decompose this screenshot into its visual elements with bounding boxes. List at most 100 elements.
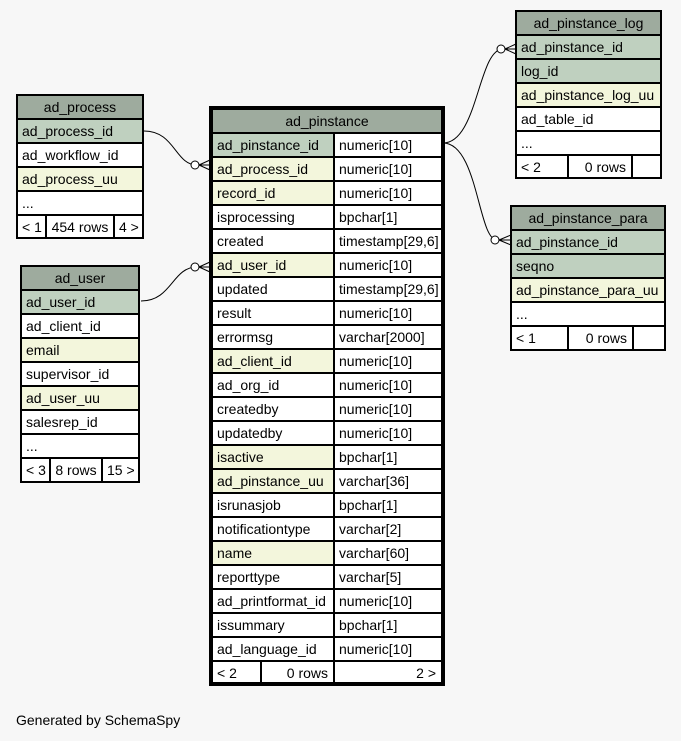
row-count: 454 rows	[46, 215, 114, 238]
children-count[interactable]	[633, 326, 665, 350]
column-email[interactable]: email	[21, 338, 139, 362]
parents-count[interactable]: < 3	[21, 458, 50, 482]
column-name[interactable]: ad_pinstance_id	[212, 133, 334, 157]
column-supervisor-id[interactable]: supervisor_id	[21, 362, 139, 386]
column-ad-pinstance-log-uu[interactable]: ad_pinstance_log_uu	[516, 83, 661, 107]
row-count: 0 rows	[261, 661, 334, 683]
table-ad-process[interactable]: ad_process ad_process_id ad_workflow_id …	[16, 94, 144, 239]
column-type: bpchar[1]	[334, 445, 442, 469]
column-name[interactable]: reporttype	[212, 565, 334, 589]
column-type: numeric[10]	[334, 589, 442, 613]
column-salesrep-id[interactable]: salesrep_id	[21, 410, 139, 434]
column-ad-user-id[interactable]: ad_user_id	[21, 290, 139, 314]
column-more: ...	[511, 302, 665, 326]
row-count: 0 rows	[568, 155, 632, 178]
optional-marker-ad-user	[190, 262, 200, 272]
column-name[interactable]: updatedby	[212, 421, 334, 445]
column-type: numeric[10]	[334, 349, 442, 373]
column-ad-process-id[interactable]: ad_process_id	[17, 119, 143, 143]
table-header[interactable]: ad_user	[21, 266, 139, 290]
parents-count[interactable]: < 2	[516, 155, 568, 178]
table-ad-user[interactable]: ad_user ad_user_id ad_client_id email su…	[20, 265, 140, 483]
column-name[interactable]: record_id	[212, 181, 334, 205]
column-name[interactable]: updated	[212, 277, 334, 301]
optional-marker-ad-process	[190, 160, 200, 170]
column-type: bpchar[1]	[334, 613, 442, 637]
column-type: varchar[60]	[334, 541, 442, 565]
column-seqno[interactable]: seqno	[511, 254, 665, 278]
crows-foot-log	[504, 43, 517, 55]
column-name[interactable]: ad_pinstance_uu	[212, 469, 334, 493]
column-type: varchar[2]	[334, 517, 442, 541]
table-header[interactable]: ad_pinstance	[212, 109, 442, 133]
column-name[interactable]: ad_user_id	[212, 253, 334, 277]
column-name[interactable]: ad_process_id	[212, 157, 334, 181]
column-type: numeric[10]	[334, 637, 442, 661]
column-ad-pinstance-id[interactable]: ad_pinstance_id	[511, 230, 665, 254]
crows-foot-ad-user-id	[198, 261, 211, 273]
parents-count[interactable]: < 1	[17, 215, 46, 238]
crows-foot-ad-process-id	[198, 159, 211, 171]
column-type: bpchar[1]	[334, 205, 442, 229]
table-header[interactable]: ad_pinstance_log	[516, 11, 661, 35]
column-type: numeric[10]	[334, 301, 442, 325]
column-more: ...	[21, 434, 139, 458]
column-ad-workflow-id[interactable]: ad_workflow_id	[17, 143, 143, 167]
column-name[interactable]: isactive	[212, 445, 334, 469]
column-type: numeric[10]	[334, 133, 442, 157]
column-type: varchar[2000]	[334, 325, 442, 349]
parents-count[interactable]: < 2	[212, 661, 261, 683]
column-name[interactable]: issummary	[212, 613, 334, 637]
column-name[interactable]: name	[212, 541, 334, 565]
crows-foot-para	[498, 234, 512, 246]
column-name[interactable]: ad_client_id	[212, 349, 334, 373]
column-ad-client-id[interactable]: ad_client_id	[21, 314, 139, 338]
children-count[interactable]	[632, 155, 661, 178]
footer-credit: Generated by SchemaSpy	[16, 712, 181, 728]
column-ad-process-uu[interactable]: ad_process_uu	[17, 167, 143, 191]
edge-ad-pinstance-to-para	[442, 142, 498, 241]
column-name[interactable]: ad_language_id	[212, 637, 334, 661]
column-ad-pinstance-id[interactable]: ad_pinstance_id	[516, 35, 661, 59]
column-ad-pinstance-para-uu[interactable]: ad_pinstance_para_uu	[511, 278, 665, 302]
column-more: ...	[17, 191, 143, 215]
optional-marker-para	[490, 235, 500, 245]
column-type: timestamp[29,6]	[334, 277, 442, 301]
column-name[interactable]: ad_printformat_id	[212, 589, 334, 613]
children-count[interactable]: 4 >	[114, 215, 143, 238]
edge-ad-pinstance-to-log	[442, 48, 504, 144]
column-ad-user-uu[interactable]: ad_user_uu	[21, 386, 139, 410]
column-type: numeric[10]	[334, 181, 442, 205]
column-name[interactable]: isrunasjob	[212, 493, 334, 517]
column-name[interactable]: isprocessing	[212, 205, 334, 229]
table-ad-pinstance-para[interactable]: ad_pinstance_para ad_pinstance_id seqno …	[510, 205, 666, 351]
column-type: numeric[10]	[334, 373, 442, 397]
column-name[interactable]: createdby	[212, 397, 334, 421]
column-name[interactable]: ad_org_id	[212, 373, 334, 397]
column-name[interactable]: errormsg	[212, 325, 334, 349]
table-header[interactable]: ad_process	[17, 95, 143, 119]
children-count[interactable]: 2 >	[334, 661, 442, 683]
column-type: numeric[10]	[334, 157, 442, 181]
children-count[interactable]: 15 >	[102, 458, 139, 482]
column-name[interactable]: notificationtype	[212, 517, 334, 541]
column-log-id[interactable]: log_id	[516, 59, 661, 83]
parents-count[interactable]: < 1	[511, 326, 568, 350]
table-header[interactable]: ad_pinstance_para	[511, 206, 665, 230]
column-type: bpchar[1]	[334, 493, 442, 517]
column-name[interactable]: result	[212, 301, 334, 325]
column-name[interactable]: created	[212, 229, 334, 253]
column-type: numeric[10]	[334, 421, 442, 445]
edge-ad-process-to-ad-pinstance	[143, 130, 198, 166]
edge-ad-user-to-ad-pinstance	[140, 266, 198, 302]
row-count: 8 rows	[50, 458, 102, 482]
column-ad-table-id[interactable]: ad_table_id	[516, 107, 661, 131]
table-ad-pinstance-log[interactable]: ad_pinstance_log ad_pinstance_id log_id …	[515, 10, 662, 179]
column-type: varchar[36]	[334, 469, 442, 493]
column-type: numeric[10]	[334, 397, 442, 421]
optional-marker-log	[496, 44, 506, 54]
column-type: varchar[5]	[334, 565, 442, 589]
column-type: timestamp[29,6]	[334, 229, 442, 253]
